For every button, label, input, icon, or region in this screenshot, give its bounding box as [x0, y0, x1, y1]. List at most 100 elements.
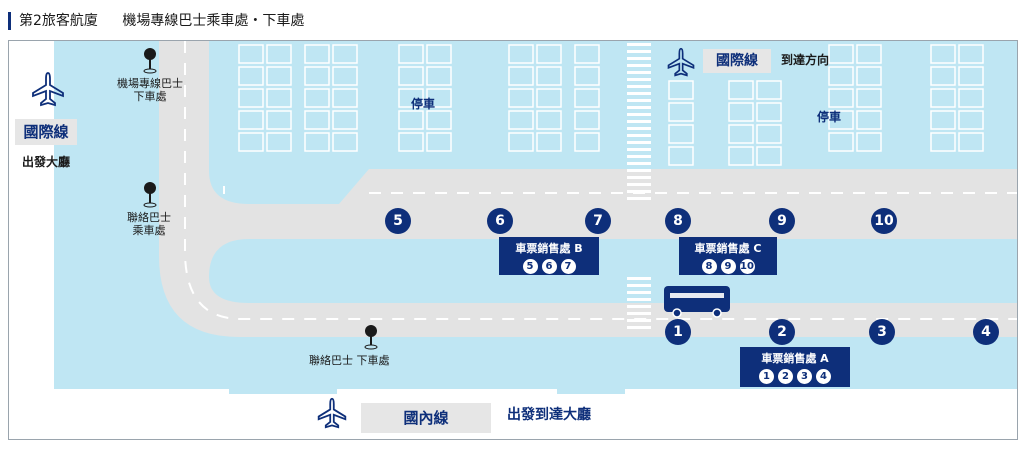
- parking-stall: [398, 88, 424, 108]
- parking-label: 停車: [411, 97, 436, 111]
- bus-stop-2: 2: [769, 319, 795, 345]
- parking-stall: [266, 44, 292, 64]
- parking-stall: [728, 124, 754, 144]
- parking-stall: [930, 44, 956, 64]
- parking-stall: [958, 66, 984, 86]
- curve-road: [159, 41, 1017, 337]
- parking-stall: [930, 66, 956, 86]
- parking-stall: [958, 88, 984, 108]
- bus-stop-9: 9: [769, 208, 795, 234]
- parking-stall: [508, 44, 534, 64]
- parking-stall: [728, 102, 754, 122]
- parking-stall: [668, 102, 694, 122]
- parking-stall: [304, 44, 330, 64]
- parking-stall: [426, 132, 452, 152]
- bottom-notch-right: [557, 389, 625, 394]
- parking-stall: [728, 80, 754, 100]
- crosswalk-bottom: [627, 277, 651, 329]
- parking-stall: [930, 88, 956, 108]
- parking-stall: [536, 110, 562, 130]
- parking-stall: [508, 110, 534, 130]
- parking-stall: [332, 66, 358, 86]
- parking-stall: [756, 80, 782, 100]
- parking-stall: [536, 88, 562, 108]
- parking-stall: [756, 146, 782, 166]
- parking-stall: [536, 44, 562, 64]
- parking-stall: [266, 132, 292, 152]
- bus-stop-5: 5: [385, 208, 411, 234]
- parking-stall: [238, 110, 264, 130]
- bus-stop-8: 8: [665, 208, 691, 234]
- lower-area: [54, 341, 1017, 389]
- map-frame: 國際線 出發大廳 國際線 到達方向 國內線 出發到達大廳 停車 停車 機場專線巴…: [8, 40, 1018, 440]
- bottom-notch-left: [229, 389, 337, 394]
- parking-stall: [398, 132, 424, 152]
- parking-stall: [508, 132, 534, 152]
- bus-stop-4: 4: [973, 319, 999, 345]
- parking-stall: [756, 124, 782, 144]
- ticket-office-stop: 8: [701, 259, 717, 274]
- parking-stall: [332, 132, 358, 152]
- parking-stall: [574, 44, 600, 64]
- upper-road: [339, 169, 1017, 204]
- parking-stall: [426, 66, 452, 86]
- ticket-office-c: 車票銷售處 C 8 9 10: [679, 237, 777, 275]
- parking-stall: [266, 110, 292, 130]
- shuttle-pickup-label: 聯絡巴士 乘車處: [127, 211, 171, 237]
- parking-stall: [958, 132, 984, 152]
- pin-icon-1: [143, 48, 157, 74]
- pin-icon-3: [364, 325, 378, 350]
- parking-stall: [238, 132, 264, 152]
- top-terminal-desc: 到達方向: [781, 53, 830, 67]
- parking-stall: [398, 66, 424, 86]
- parking-stall: [930, 110, 956, 130]
- left-terminal-desc: 出發大廳: [21, 155, 70, 169]
- parking-stall: [574, 88, 600, 108]
- ticket-office-b: 車票銷售處 B 5 6 7: [499, 237, 599, 275]
- ticket-office-label: 車票銷售處 C: [694, 242, 762, 255]
- parking-stall: [828, 44, 854, 64]
- parking-label: 停車: [817, 110, 842, 124]
- terminal-name: 第2旅客航廈: [19, 13, 98, 29]
- left-terminal-name: 國際線: [15, 119, 77, 145]
- parking-stall: [238, 88, 264, 108]
- bottom-terminal-desc: 出發到達大廳: [507, 407, 591, 423]
- ticket-office-stop: 7: [560, 259, 576, 274]
- parking-stall: [426, 88, 452, 108]
- pin-icon-2: [143, 182, 157, 208]
- parking-stall: [508, 88, 534, 108]
- bus-stop-3: 3: [869, 319, 895, 345]
- ticket-office-label: 車票銷售處 A: [761, 352, 829, 365]
- page-title: 第2旅客航廈 機場專線巴士乘車處・下車處: [8, 12, 304, 30]
- parking-stall: [574, 66, 600, 86]
- parking-stall: [728, 146, 754, 166]
- parking-stall: [958, 110, 984, 130]
- crosswalk-top: [627, 43, 651, 200]
- parking-stall: [332, 110, 358, 130]
- ticket-office-stop: 1: [759, 369, 774, 384]
- parking-stall: [930, 132, 956, 152]
- parking-stall: [304, 132, 330, 152]
- map-canvas: [9, 41, 1017, 439]
- parking-stall: [668, 124, 694, 144]
- parking-stall: [536, 132, 562, 152]
- parking-stall: [304, 88, 330, 108]
- parking-stall: [828, 110, 854, 130]
- parking-stall: [574, 132, 600, 152]
- parking-stall: [426, 110, 452, 130]
- bus-stop-1: 1: [665, 319, 691, 345]
- parking-stall: [668, 80, 694, 100]
- top-terminal-name: 國際線: [703, 49, 771, 73]
- parking-stall: [856, 88, 882, 108]
- ticket-office-stop: 6: [541, 259, 557, 274]
- parking-stall: [398, 44, 424, 64]
- ticket-office-stop: 10: [739, 259, 755, 274]
- parking-stall: [828, 88, 854, 108]
- parking-stall: [266, 66, 292, 86]
- parking-stall: [304, 110, 330, 130]
- parking-stall: [856, 110, 882, 130]
- parking-stall: [856, 66, 882, 86]
- parking-stall: [508, 66, 534, 86]
- parking-stalls: [238, 44, 984, 166]
- ticket-office-stop: 9: [720, 259, 736, 274]
